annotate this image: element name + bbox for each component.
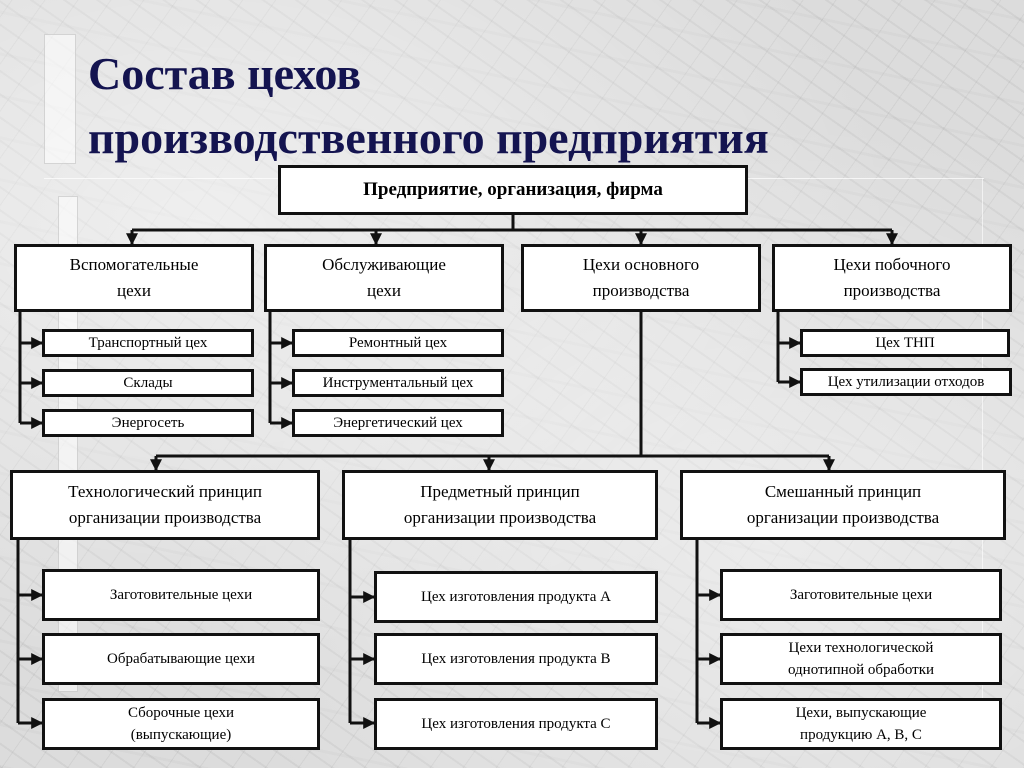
principle-label-subject: Предметный принцип организации производс…: [403, 482, 597, 527]
byproduct-item-label: Цех ТНП: [875, 335, 935, 351]
principle-label-mixed: Смешанный принцип организации производст…: [746, 482, 940, 527]
subject-item-label: Цех изготовления продукта С: [421, 716, 611, 732]
category-label-byproduct: Цехи побочного производства: [833, 255, 951, 300]
decorative-frame-line-right: [982, 178, 983, 738]
service-item-label: Энергетический цех: [333, 415, 463, 431]
mixed-item-box: Цехи, выпускающие продукцию А, В, С: [720, 698, 1002, 750]
page-title: Состав цехов производственного предприят…: [88, 42, 769, 170]
service-item-box: Энергетический цех: [292, 409, 504, 437]
category-label-service: Обслуживающие цехи: [322, 255, 446, 300]
subject-item-box: Цех изготовления продукта А: [374, 571, 658, 623]
subject-item-label: Цех изготовления продукта В: [421, 651, 611, 667]
auxiliary-item-box: Энергосеть: [42, 409, 254, 437]
byproduct-item-label: Цех утилизации отходов: [827, 374, 985, 390]
category-box-byproduct: Цехи побочного производства: [772, 244, 1012, 312]
service-item-box: Инструментальный цех: [292, 369, 504, 397]
title-line-2: производственного предприятия: [88, 112, 769, 163]
auxiliary-item-box: Склады: [42, 369, 254, 397]
service-item-label: Ремонтный цех: [348, 335, 448, 351]
auxiliary-item-label: Склады: [123, 375, 173, 391]
mixed-item-box: Цехи технологической однотипной обработк…: [720, 633, 1002, 685]
root-label: Предприятие, организация, фирма: [363, 179, 663, 200]
technological-item-label: Обрабатывающие цехи: [107, 651, 255, 667]
mixed-item-label: Цехи технологической однотипной обработк…: [787, 640, 935, 678]
subject-item-box: Цех изготовления продукта С: [374, 698, 658, 750]
subject-item-box: Цех изготовления продукта В: [374, 633, 658, 685]
technological-item-label: Заготовительные цехи: [109, 587, 253, 603]
service-item-box: Ремонтный цех: [292, 329, 504, 357]
service-item-label: Инструментальный цех: [322, 375, 474, 391]
title-line-1: Состав цехов: [88, 48, 362, 99]
decorative-bar-left: [44, 34, 76, 164]
category-label-main: Цехи основного производства: [582, 255, 700, 300]
root-box-enterprise: Предприятие, организация, фирма: [278, 165, 748, 215]
category-label-auxiliary: Вспомогательные цехи: [69, 255, 199, 300]
category-box-service: Обслуживающие цехи: [264, 244, 504, 312]
principle-box-technological: Технологический принцип организации прои…: [10, 470, 320, 540]
byproduct-item-box: Цех утилизации отходов: [800, 368, 1012, 396]
technological-item-box: Обрабатывающие цехи: [42, 633, 320, 685]
technological-item-box: Сборочные цехи (выпускающие): [42, 698, 320, 750]
byproduct-item-box: Цех ТНП: [800, 329, 1010, 357]
decorative-bar-left-lower: [58, 196, 78, 692]
subject-item-label: Цех изготовления продукта А: [421, 589, 611, 605]
auxiliary-item-box: Транспортный цех: [42, 329, 254, 357]
mixed-item-label: Цехи, выпускающие продукцию А, В, С: [795, 705, 927, 743]
category-box-auxiliary: Вспомогательные цехи: [14, 244, 254, 312]
technological-item-label: Сборочные цехи (выпускающие): [127, 705, 234, 743]
principle-box-mixed: Смешанный принцип организации производст…: [680, 470, 1006, 540]
category-box-main: Цехи основного производства: [521, 244, 761, 312]
principle-box-subject: Предметный принцип организации производс…: [342, 470, 658, 540]
auxiliary-item-label: Энергосеть: [111, 415, 185, 431]
auxiliary-item-label: Транспортный цех: [88, 335, 208, 351]
mixed-item-label: Заготовительные цехи: [789, 587, 933, 603]
principle-label-technological: Технологический принцип организации прои…: [68, 482, 262, 527]
technological-item-box: Заготовительные цехи: [42, 569, 320, 621]
mixed-item-box: Заготовительные цехи: [720, 569, 1002, 621]
